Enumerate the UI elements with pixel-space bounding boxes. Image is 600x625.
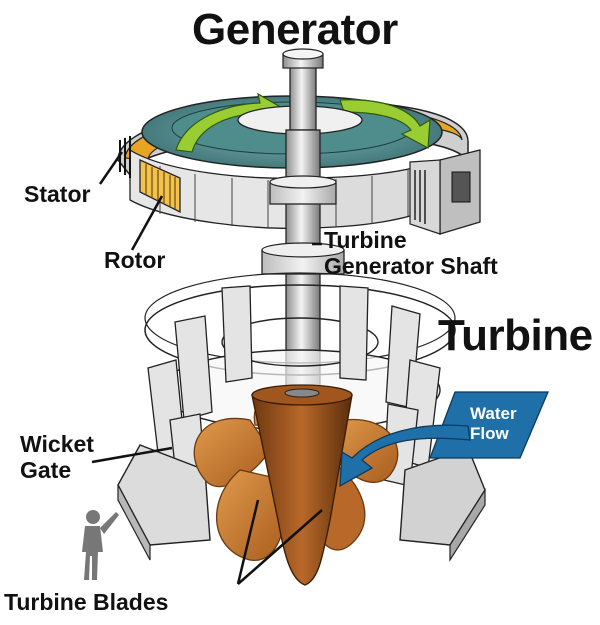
shaft-label-line2: Generator Shaft	[324, 253, 498, 279]
generator-title: Generator	[192, 5, 398, 54]
stator-label: Stator	[24, 181, 91, 207]
shaft-label-line1: Turbine	[324, 227, 407, 253]
blades-leader-2	[237, 509, 323, 585]
leader-lines	[91, 151, 323, 585]
water-flow-arrow-icon	[339, 391, 549, 488]
rotor-leader	[130, 195, 164, 251]
wicket-label-line1: Wicket	[20, 431, 94, 457]
turbine-blade	[193, 417, 271, 488]
blades-leader-1	[236, 499, 260, 585]
turbine-runner	[193, 384, 399, 586]
rotor-label: Rotor	[104, 247, 166, 273]
turbine-blades-label: Turbine Blades	[4, 589, 169, 615]
wicket-label-line2: Gate	[20, 457, 72, 483]
person-silhouette-icon	[82, 510, 119, 580]
water-flow-label-line1: Water	[470, 404, 517, 423]
turbine-title: Turbine	[438, 311, 593, 360]
stator-leader	[98, 151, 124, 185]
wicket-leader	[91, 446, 173, 464]
water-flow-label-line2: Flow	[470, 424, 509, 443]
turbine-generator-shaft	[261, 48, 345, 411]
rotor-poles	[139, 158, 181, 214]
stator-cut-end	[409, 149, 481, 235]
